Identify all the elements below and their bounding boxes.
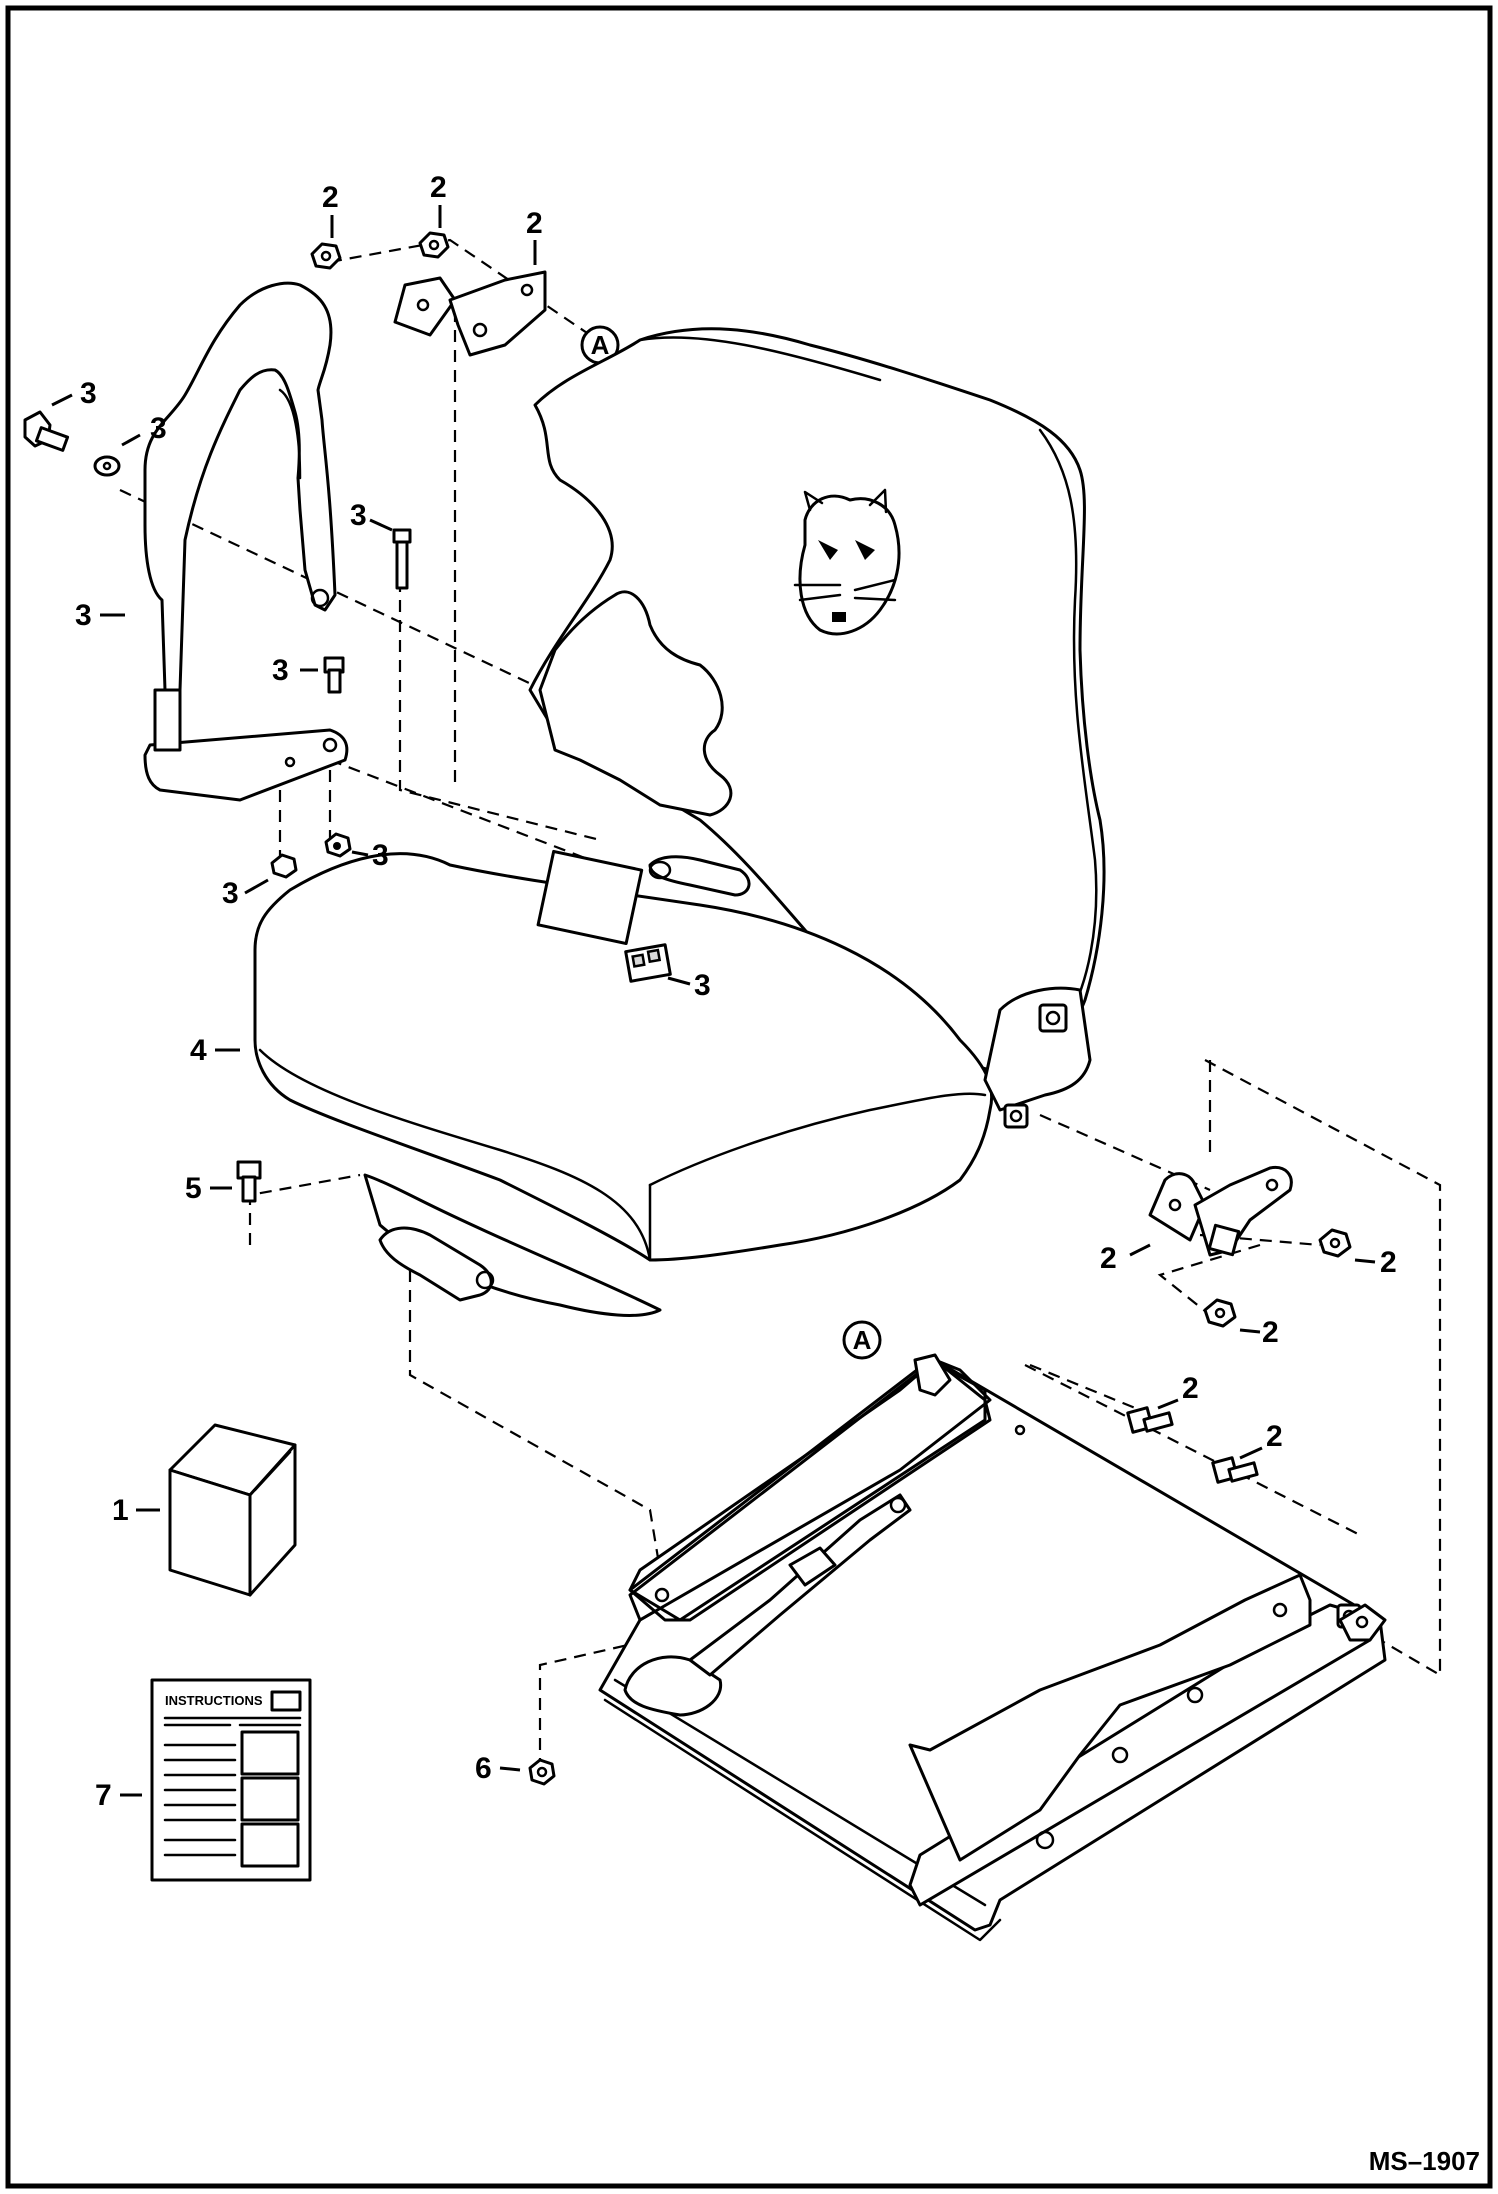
seat-cushion	[253, 852, 994, 1262]
marker-a-top-label: A	[591, 330, 610, 360]
callout-leaders	[51, 205, 1376, 1797]
callout-3: 3	[694, 969, 711, 1002]
upper-bracket-left	[393, 276, 457, 337]
callout-2: 2	[430, 171, 447, 204]
seat-back-knob-upper	[1038, 1003, 1068, 1033]
upper-bracket-right	[448, 270, 547, 357]
seat-switch-connector	[624, 943, 672, 983]
seat-mount-bracket-right	[908, 1573, 1312, 1862]
callout-3: 3	[80, 377, 97, 410]
nut-6	[528, 1758, 556, 1786]
callout-2: 2	[1380, 1246, 1397, 1279]
callout-5: 5	[185, 1172, 202, 1205]
instruction-sheet-title: INSTRUCTIONS	[165, 1693, 263, 1708]
callout-3: 3	[222, 877, 239, 910]
seat-assembly	[253, 327, 1106, 1317]
nut-armrest-left	[270, 853, 298, 879]
armrest	[143, 281, 337, 694]
right-hinge-bracket-small	[1148, 1172, 1207, 1242]
parts-box	[168, 1423, 297, 1597]
hinge-ear-left	[913, 1353, 952, 1397]
seat-mount-plate	[536, 849, 644, 946]
seat-slide-base: A	[598, 1320, 1387, 1942]
callout-2: 2	[1266, 1420, 1283, 1453]
upper-bracket-group: A	[310, 231, 620, 365]
callout-3: 3	[350, 499, 367, 532]
callout-3: 3	[272, 654, 289, 687]
diagram-border	[5, 5, 1493, 2189]
armrest-assembly	[23, 281, 412, 879]
marker-a-base	[842, 1320, 882, 1360]
callout-labels: 2 2 2 3 3 3 3 3 3 3 3 4 5 2 2 2 2 2 1 6 …	[75, 171, 1397, 1812]
right-bracket-lug	[1207, 1223, 1241, 1257]
suspension-handle	[623, 1655, 723, 1717]
callout-4: 4	[190, 1034, 207, 1067]
backrest-cutaway	[538, 590, 733, 817]
washer-armrest	[93, 455, 121, 477]
flange-nut-top-left	[310, 242, 342, 270]
instruction-sheet: INSTRUCTIONS	[150, 1678, 312, 1882]
callout-1: 1	[112, 1494, 129, 1527]
mount-bracket-left	[628, 1358, 992, 1622]
callout-2: 2	[322, 181, 339, 214]
long-bolt	[395, 538, 409, 590]
suspension-rod-connector	[788, 1546, 837, 1587]
callout-7: 7	[95, 1779, 112, 1812]
hinge-ear-right	[1338, 1603, 1387, 1642]
right-bracket-group	[1148, 1165, 1352, 1328]
callout-3: 3	[150, 412, 167, 445]
armrest-base-plate	[143, 728, 349, 802]
flange-nut-right-upper	[1318, 1228, 1352, 1258]
bolt-5	[236, 1160, 262, 1203]
callout-2: 2	[1262, 1316, 1279, 1349]
bobcat-logo	[793, 488, 901, 636]
seat-back-knob-lower	[1003, 1103, 1029, 1129]
callout-2: 2	[526, 207, 543, 240]
callout-3: 3	[75, 599, 92, 632]
diagram-code: MS–1907	[1369, 2146, 1480, 2176]
marker-a-base-label: A	[853, 1325, 872, 1355]
right-hinge-bracket	[1193, 1165, 1293, 1257]
flange-nut-right-lower	[1203, 1298, 1237, 1328]
flange-nut-top-right	[418, 231, 450, 259]
callout-2: 2	[1182, 1372, 1199, 1405]
callout-2: 2	[1100, 1242, 1117, 1275]
callout-6: 6	[475, 1752, 492, 1785]
callout-3: 3	[372, 839, 389, 872]
